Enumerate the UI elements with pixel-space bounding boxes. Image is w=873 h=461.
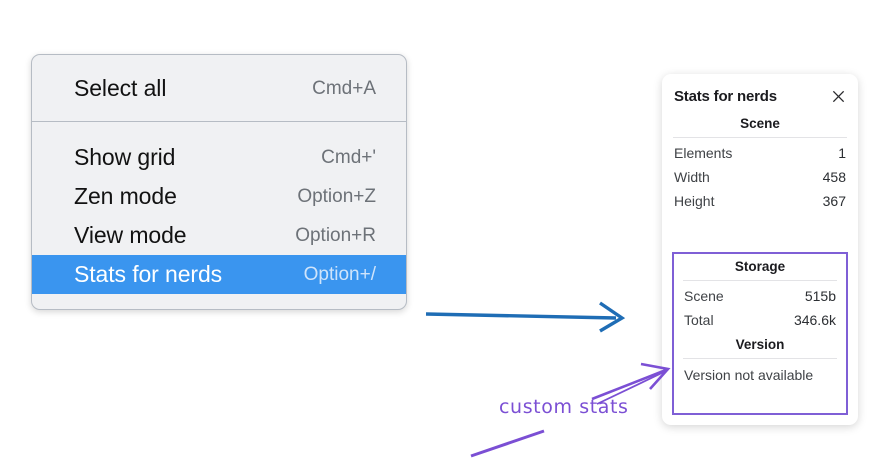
menu-item-shortcut: Cmd+A [312, 77, 376, 99]
menu-item-label: Select all [74, 75, 167, 101]
stat-value: 458 [822, 169, 846, 185]
stats-for-nerds-panel: Stats for nerds Scene Elements 1 Width 4… [662, 74, 858, 425]
stat-label: Width [674, 169, 710, 185]
divider [683, 358, 837, 359]
menu-item-shortcut: Option+/ [303, 263, 376, 285]
menu-item-select-all[interactable]: Select all Cmd+A [32, 69, 406, 108]
divider [673, 137, 847, 138]
stat-row: Elements 1 [672, 141, 848, 165]
menu-item-shortcut: Cmd+' [321, 146, 376, 168]
panel-header: Stats for nerds [662, 74, 858, 111]
custom-stats-highlight-box: Storage Scene 515b Total 346.6k Version … [672, 252, 848, 415]
panel-title: Stats for nerds [674, 88, 777, 105]
divider [683, 280, 837, 281]
menu-item-show-grid[interactable]: Show grid Cmd+' [32, 138, 406, 177]
menu-item-label: View mode [74, 222, 187, 248]
menu-item-shortcut: Option+R [295, 224, 376, 246]
stat-row: Scene 515b [682, 284, 838, 308]
menu-section-2: Show grid Cmd+' Zen mode Option+Z View m… [32, 121, 406, 309]
section-heading-storage: Storage [734, 259, 786, 274]
close-icon[interactable] [831, 89, 846, 104]
menu-item-label: Stats for nerds [74, 261, 223, 287]
stat-row: Width 458 [672, 165, 848, 189]
purple-underline-annotation [470, 429, 545, 458]
stat-value: 346.6k [793, 312, 836, 328]
menu-item-view-mode[interactable]: View mode Option+R [32, 216, 406, 255]
stat-label: Elements [674, 145, 733, 161]
version-note: Version not available [684, 367, 814, 383]
stat-label: Total [684, 312, 714, 328]
stat-value: 367 [822, 193, 846, 209]
blue-arrow-annotation [425, 301, 626, 333]
menu-item-zen-mode[interactable]: Zen mode Option+Z [32, 177, 406, 216]
panel-body: Scene Elements 1 Width 458 Height 367 [662, 111, 858, 213]
menu-item-label: Zen mode [74, 183, 177, 209]
menu-item-label: Show grid [74, 144, 176, 170]
menu-item-stats-for-nerds[interactable]: Stats for nerds Option+/ [32, 255, 406, 294]
stat-label: Height [674, 193, 715, 209]
menu-section-1: Select all Cmd+A [32, 55, 406, 121]
stat-row: Height 367 [672, 189, 848, 213]
stat-value: 1 [838, 145, 846, 161]
stat-row: Total 346.6k [682, 308, 838, 332]
menu-item-shortcut: Option+Z [297, 185, 376, 207]
stat-value: 515b [804, 288, 836, 304]
section-heading-version: Version [735, 337, 785, 352]
context-menu[interactable]: Select all Cmd+A Show grid Cmd+' Zen mod… [31, 54, 407, 310]
handwritten-annotation-label: custom stats [499, 396, 629, 418]
section-heading-scene: Scene [740, 116, 780, 131]
stat-label: Scene [684, 288, 724, 304]
